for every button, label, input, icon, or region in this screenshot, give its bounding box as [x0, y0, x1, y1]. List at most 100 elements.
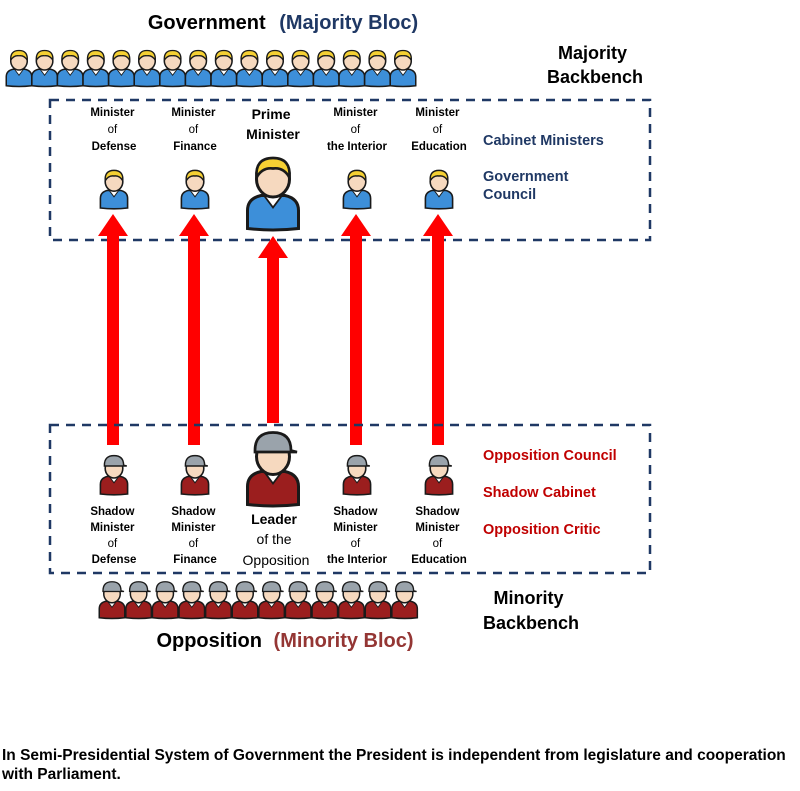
minister-defense-line3: Defense [92, 141, 137, 153]
minister-defense-label: Minister of Defense [90, 107, 137, 153]
minority-backbench-label: Minority Backbench [483, 588, 579, 633]
prime-minister-label: Prime Minister [246, 106, 300, 142]
minority-bloc-label: (Minority Bloc) [274, 630, 414, 652]
shadow-defense-line1: Shadow [90, 506, 134, 518]
government-label: Government [148, 12, 266, 34]
minister-finance-line2: of [189, 124, 199, 136]
shadow-interior-line4: the Interior [327, 554, 388, 566]
opposition-label: Opposition [156, 630, 262, 652]
majority-backbench-member-icon [31, 49, 59, 88]
prime-minister-icon [245, 156, 301, 232]
caption: In Semi-Presidential System of Governmen… [2, 747, 786, 783]
prime-minister-line2: Minister [246, 126, 300, 142]
shadow-defense-line4: Defense [92, 554, 137, 566]
leader-of-opposition-label: Leader of the Opposition [243, 511, 310, 568]
government-council-line2: Council [483, 187, 536, 203]
shadow-interior-line2: Minister [333, 522, 378, 534]
arrow-finance [179, 214, 209, 445]
shadow-finance-line1: Shadow [171, 506, 215, 518]
majority-backbench-member-icon [210, 49, 238, 88]
prime-minister-line1: Prime [252, 106, 291, 122]
majority-backbench-line1: Majority [558, 43, 627, 63]
leader-line1: Leader [251, 511, 297, 527]
minister-defense-line1: Minister [90, 107, 135, 119]
shadow-defense-icon [99, 454, 129, 496]
government-council-label: Government Council [483, 169, 572, 203]
minority-backbench-member-icon [231, 580, 259, 620]
shadow-education-label: Shadow Minister of Education [411, 506, 467, 566]
arrow-prime-minister [258, 236, 288, 423]
shadow-finance-label: Shadow Minister of Finance [171, 506, 218, 566]
shadow-interior-line3: of [351, 538, 361, 550]
leader-line2: of the [257, 531, 292, 547]
majority-backbench-member-icon [338, 49, 366, 88]
minority-backbench-member-icon [391, 580, 419, 620]
shadow-education-icon [424, 454, 454, 496]
minority-backbench-member-icon [204, 580, 232, 620]
minority-backbench-member-icon [364, 580, 392, 620]
majority-backbench-line2: Backbench [547, 67, 643, 87]
arrow-defense [98, 214, 128, 445]
minister-defense-line2: of [108, 124, 118, 136]
minority-backbench-member-icon [125, 580, 153, 620]
shadow-finance-line4: Finance [173, 554, 216, 566]
minority-backbench-member-icon [311, 580, 339, 620]
government-council-line1: Government [483, 169, 569, 185]
shadow-finance-line2: Minister [171, 522, 216, 534]
shadow-defense-line3: of [108, 538, 118, 550]
shadow-interior-icon [342, 454, 372, 496]
minister-education-icon [424, 169, 454, 210]
minority-backbench-member-icon [284, 580, 312, 620]
shadow-interior-line1: Shadow [333, 506, 377, 518]
government-heading: Government (Majority Bloc) [148, 12, 418, 34]
minority-backbench-member-icon [337, 580, 365, 620]
shadow-defense-line2: Minister [90, 522, 135, 534]
minister-interior-line2: of [351, 124, 361, 136]
minister-finance-label: Minister of Finance [171, 107, 218, 153]
minister-education-label: Minister of Education [411, 107, 467, 153]
majority-backbench-member-icon [235, 49, 263, 88]
minister-interior-line3: the Interior [327, 141, 388, 153]
minister-education-line2: of [433, 124, 443, 136]
minister-interior-icon [342, 169, 372, 210]
majority-backbench-member-icon [363, 49, 391, 88]
majority-bloc-label: (Majority Bloc) [279, 12, 418, 34]
majority-backbench-member-icon [82, 49, 110, 88]
opposition-council-label: Opposition Council [483, 448, 617, 464]
minister-finance-line3: Finance [173, 141, 216, 153]
minister-defense-icon [99, 169, 129, 210]
arrow-interior [341, 214, 371, 445]
majority-backbench-member-icon [389, 49, 417, 88]
minister-education-line1: Minister [415, 107, 460, 119]
majority-backbench-member-icon [133, 49, 161, 88]
majority-backbench-member-icon [184, 49, 212, 88]
majority-backbench-member-icon [159, 49, 187, 88]
majority-backbench-member-icon [107, 49, 135, 88]
majority-backbench-member-icon [287, 49, 315, 88]
majority-backbench-row [5, 49, 417, 88]
shadow-education-line1: Shadow [415, 506, 459, 518]
opposition-critic-label: Opposition Critic [483, 522, 601, 538]
majority-backbench-member-icon [261, 49, 289, 88]
majority-backbench-member-icon [312, 49, 340, 88]
shadow-defense-label: Shadow Minister of Defense [90, 506, 137, 566]
minority-backbench-member-icon [98, 580, 126, 620]
leader-of-opposition-icon [245, 430, 301, 508]
majority-backbench-member-icon [56, 49, 84, 88]
shadow-interior-label: Shadow Minister of the Interior [327, 506, 388, 566]
majority-backbench-member-icon [5, 49, 33, 88]
minority-backbench-member-icon [258, 580, 286, 620]
shadow-education-line4: Education [411, 554, 467, 566]
arrow-education [423, 214, 453, 445]
minority-backbench-line1: Minority [493, 588, 563, 608]
minority-backbench-line2: Backbench [483, 613, 579, 633]
minority-backbench-row [98, 580, 419, 620]
minister-interior-line1: Minister [333, 107, 378, 119]
leader-line3: Opposition [243, 552, 310, 568]
minister-interior-label: Minister of the Interior [327, 107, 388, 153]
minority-backbench-member-icon [151, 580, 179, 620]
minister-education-line3: Education [411, 141, 467, 153]
shadow-finance-icon [180, 454, 210, 496]
shadow-cabinet-label: Shadow Cabinet [483, 485, 596, 501]
